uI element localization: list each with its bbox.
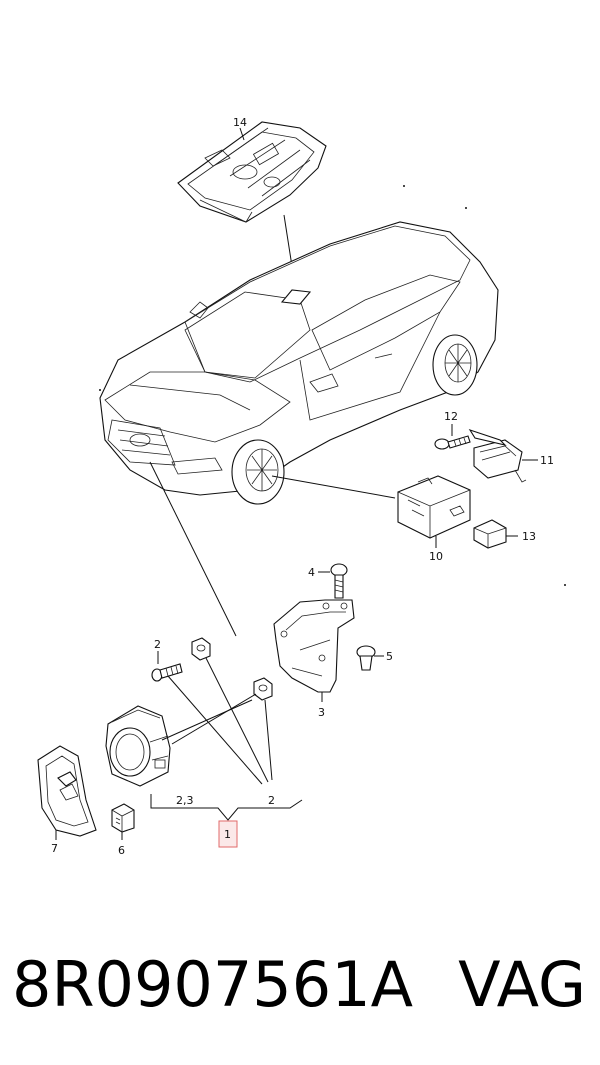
- callout-6: 6: [118, 844, 125, 857]
- callout-13: 13: [522, 530, 536, 543]
- screw-2-part: [151, 663, 183, 682]
- assembly-bracket: [150, 794, 303, 821]
- bracket-3-part: [273, 599, 355, 693]
- callout-2-bottom: 2: [268, 794, 275, 807]
- callout-1: 1: [224, 828, 231, 841]
- roof-console-part: [177, 121, 327, 223]
- screw-12-part: [434, 435, 471, 450]
- connector-6-part: [111, 803, 135, 833]
- nut-2-part-b: [253, 677, 273, 701]
- callout-3: 3: [318, 706, 325, 719]
- callout-4: 4: [308, 566, 315, 579]
- callout-1-box: [218, 820, 238, 848]
- nut-2-part-a: [191, 637, 211, 661]
- clip-5-part: [356, 645, 376, 671]
- bolt-4-part: [330, 563, 348, 599]
- sensor-11-part: [468, 428, 527, 483]
- cover-7-part: [37, 745, 97, 837]
- leader-car-10: [271, 475, 396, 499]
- callout-2-top: 2: [154, 638, 161, 651]
- leader-car-radar: [149, 461, 237, 637]
- part-number: 8R0907561A: [12, 948, 414, 1021]
- callout-12: 12: [444, 410, 458, 423]
- footer: 8R0907561A VAG: [0, 940, 600, 1030]
- callout-7: 7: [51, 842, 58, 855]
- control-module-10-part: [397, 475, 471, 539]
- radar-sensor-1-part: [105, 705, 171, 787]
- callout-11: 11: [540, 454, 554, 467]
- connector-13-part: [473, 519, 507, 549]
- callout-5: 5: [386, 650, 393, 663]
- callout-10: 10: [429, 550, 443, 563]
- car-illustration: [99, 221, 499, 505]
- brand-name: VAG: [458, 948, 586, 1021]
- callout-14: 14: [233, 116, 247, 129]
- callout-2-3: 2,3: [176, 794, 194, 807]
